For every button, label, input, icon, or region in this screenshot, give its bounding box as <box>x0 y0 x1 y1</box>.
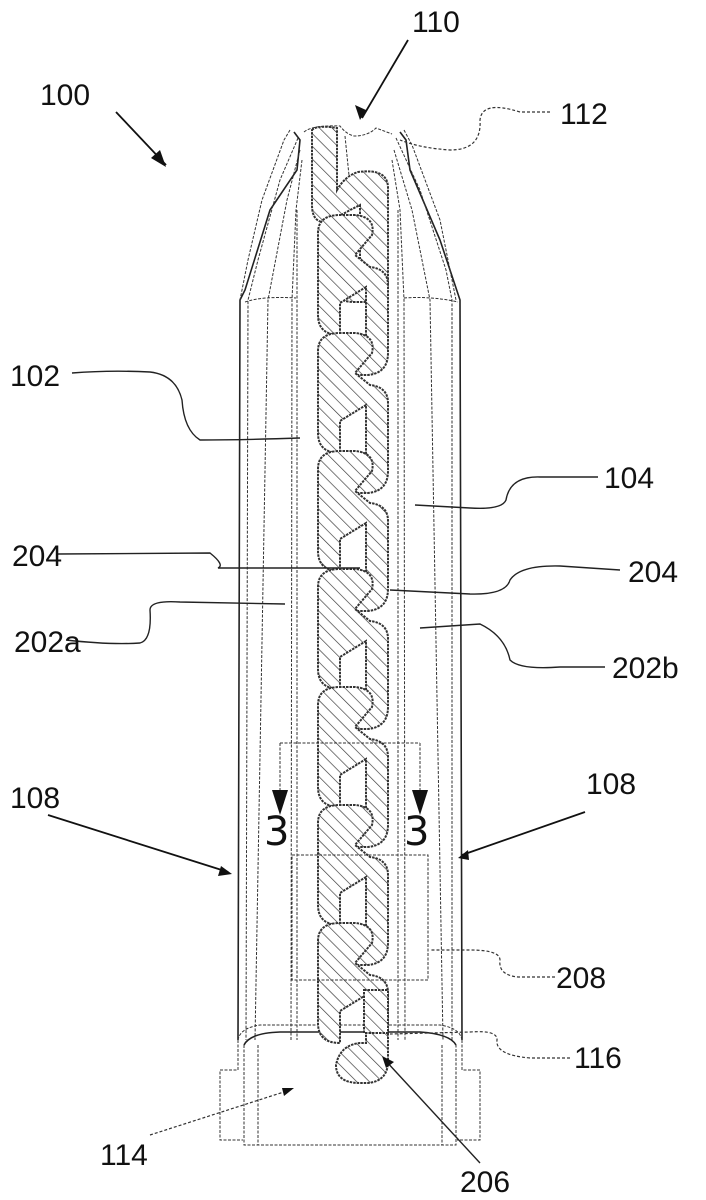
label-114: 114 <box>100 1139 148 1172</box>
label-section-left: 3 <box>264 809 289 855</box>
label-112: 112 <box>560 98 608 131</box>
link-segment <box>317 332 389 494</box>
link-segment <box>317 450 389 612</box>
link-segment <box>317 568 389 730</box>
link-segment <box>317 214 389 376</box>
link-segment <box>317 686 389 848</box>
link-segment <box>311 125 389 303</box>
section-arrow-right <box>412 790 428 815</box>
section-arrow-left <box>272 790 288 815</box>
section-line <box>272 742 428 815</box>
label-202b: 202b <box>612 652 679 685</box>
serpentine-links <box>296 125 399 1084</box>
link-stem <box>363 989 389 1034</box>
label-108-left: 108 <box>10 782 60 815</box>
label-102: 102 <box>10 360 60 393</box>
label-206: 206 <box>460 1166 510 1199</box>
label-section-right: 3 <box>404 809 429 855</box>
leaders <box>47 39 621 1164</box>
label-208: 208 <box>556 962 606 995</box>
reference-labels: 100 110 112 102 104 204 204 202a 202b 10… <box>10 6 679 1199</box>
label-116: 116 <box>574 1042 622 1075</box>
label-104: 104 <box>604 462 654 495</box>
label-204-left: 204 <box>12 540 62 573</box>
label-202a: 202a <box>14 626 81 659</box>
detail-box <box>291 854 429 981</box>
device-body <box>219 125 481 1146</box>
link-segment <box>317 804 389 966</box>
label-204-right: 204 <box>628 556 678 589</box>
label-100: 100 <box>40 79 90 112</box>
label-108-right: 108 <box>586 768 636 801</box>
label-110: 110 <box>412 6 460 39</box>
